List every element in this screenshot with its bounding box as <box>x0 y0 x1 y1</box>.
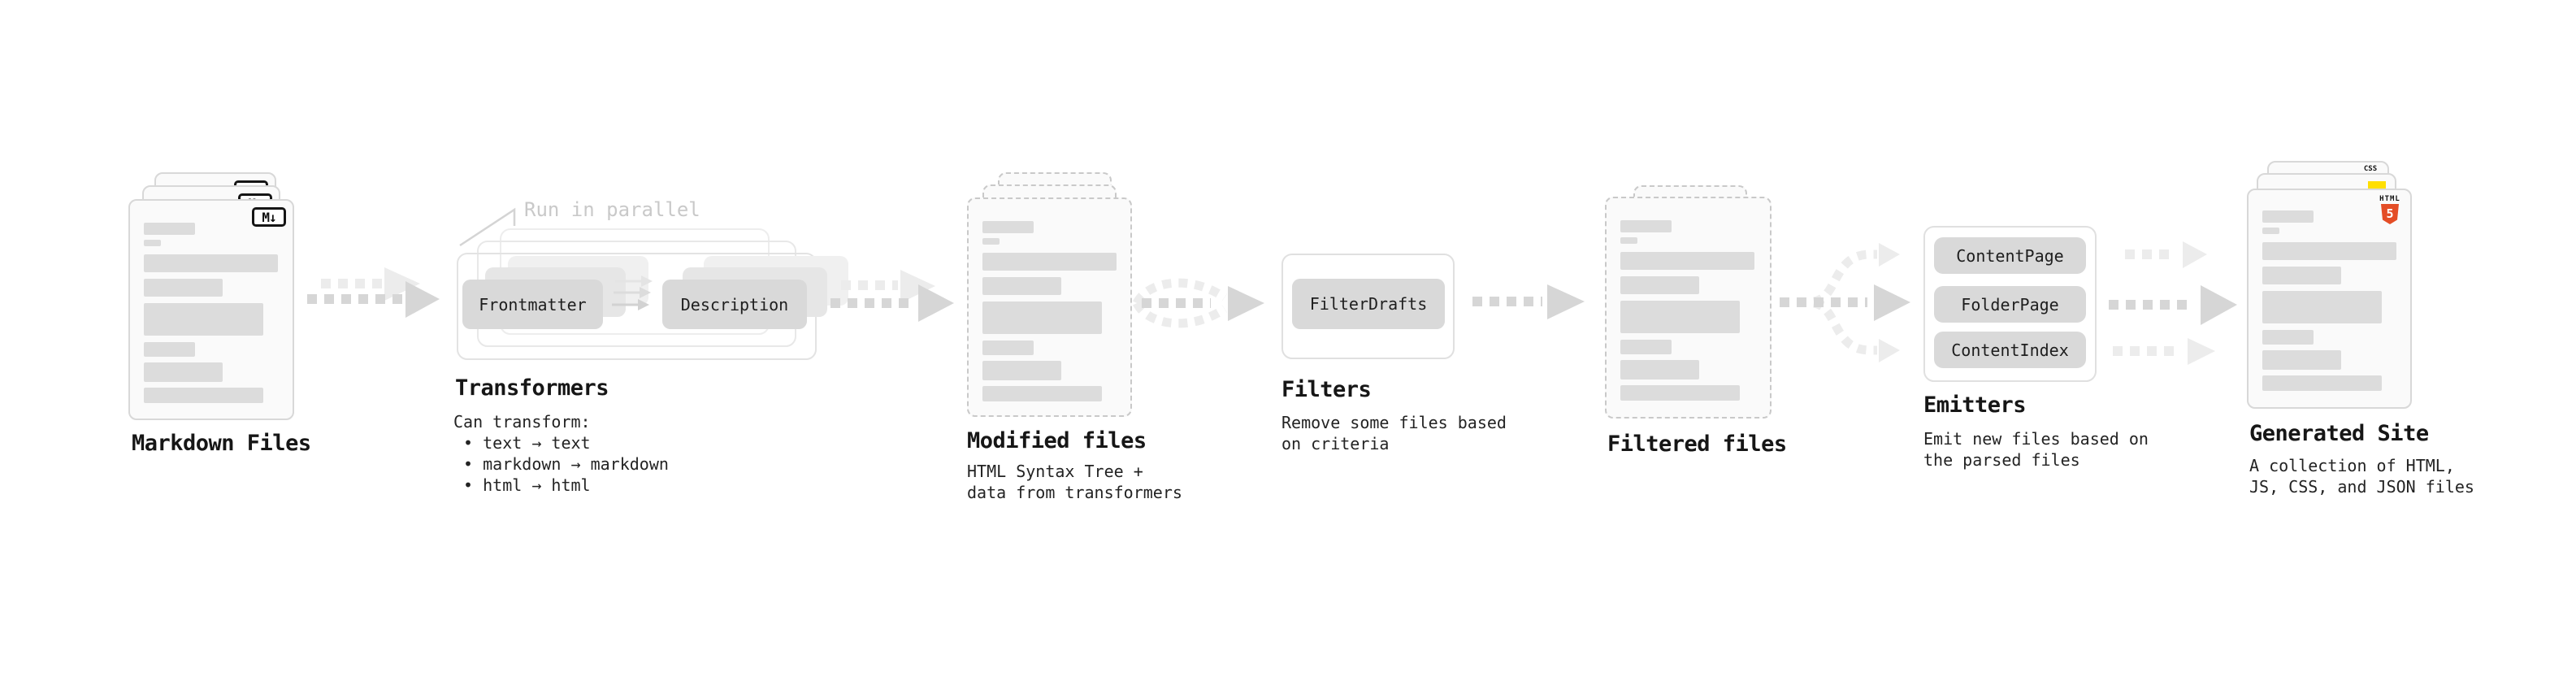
placeholder-bar <box>2262 350 2341 370</box>
arrow-modified-to-filters <box>1133 278 1264 328</box>
stage-desc-generated-site: A collection of HTML, JS, CSS, and JSON … <box>2249 456 2474 497</box>
frontmatter-pill: Frontmatter <box>462 280 603 329</box>
stage-desc-emitters: Emit new files based on the parsed files <box>1923 429 2149 470</box>
stage-title-emitters: Emitters <box>1923 393 2027 418</box>
file-content-placeholder <box>2262 210 2396 391</box>
run-in-parallel-note: Run in parallel <box>524 198 700 221</box>
filterdrafts-pill: FilterDrafts <box>1292 279 1445 329</box>
placeholder-bar <box>1620 385 1740 401</box>
placeholder-bar <box>982 386 1102 401</box>
css-label: CSS <box>2363 165 2378 173</box>
placeholder-bar <box>144 303 263 336</box>
arrow-transformers-to-modified <box>830 270 954 322</box>
placeholder-bar <box>982 221 1034 233</box>
modified-file-card-front <box>967 197 1132 417</box>
description-pill: Description <box>662 280 807 329</box>
placeholder-bar <box>2262 267 2341 284</box>
arrow-emitters-to-generated <box>2109 241 2237 365</box>
arrow-markdown-to-transformers <box>307 267 440 318</box>
folderpage-pill: FolderPage <box>1934 286 2086 323</box>
placeholder-bar <box>982 361 1061 380</box>
html5-icon: HTML 5 <box>2379 195 2401 224</box>
placeholder-bar <box>1620 237 1637 244</box>
stage-title-modified-files: Modified files <box>967 428 1147 453</box>
markdown-icon: M↓ <box>252 207 286 227</box>
generated-file-card-front: HTML 5 <box>2247 189 2412 409</box>
placeholder-bar <box>144 223 195 235</box>
placeholder-bar <box>982 340 1034 355</box>
file-content-placeholder <box>1620 220 1754 401</box>
stage-desc-transformers: Can transform: • text → text • markdown … <box>453 412 669 495</box>
placeholder-bar <box>982 301 1102 334</box>
stage-desc-filters: Remove some files based on criteria <box>1281 413 1507 453</box>
placeholder-bar <box>144 362 223 382</box>
placeholder-bar <box>1620 252 1754 270</box>
filtered-file-card-front <box>1605 197 1772 419</box>
arrow-filters-to-filtered <box>1472 284 1585 319</box>
html5-word: HTML <box>2379 195 2400 203</box>
placeholder-bar <box>144 342 195 357</box>
placeholder-bar <box>2262 375 2382 391</box>
js-icon <box>2368 181 2386 189</box>
markdown-file-card-front: M↓ <box>128 199 294 420</box>
stage-title-filters: Filters <box>1281 377 1372 402</box>
placeholder-bar <box>144 388 263 403</box>
placeholder-bar <box>2262 330 2314 345</box>
contentindex-pill: ContentIndex <box>1934 332 2086 368</box>
stage-title-markdown-files: Markdown Files <box>132 431 311 456</box>
placeholder-bar <box>144 279 223 297</box>
file-content-placeholder <box>982 221 1117 401</box>
placeholder-bar <box>982 253 1117 271</box>
placeholder-bar <box>982 277 1061 295</box>
arrow-filtered-to-emitters <box>1780 243 1910 362</box>
placeholder-bar <box>982 238 1000 245</box>
placeholder-bar <box>1620 276 1699 294</box>
placeholder-bar <box>2262 210 2314 223</box>
placeholder-bar <box>1620 360 1699 380</box>
stage-desc-modified-files: HTML Syntax Tree + data from transformer… <box>967 462 1182 502</box>
placeholder-bar <box>1620 220 1672 232</box>
html5-shield: 5 <box>2381 204 2399 224</box>
file-content-placeholder <box>144 223 278 403</box>
contentpage-pill: ContentPage <box>1934 237 2086 274</box>
placeholder-bar <box>144 240 161 246</box>
placeholder-bar <box>1620 340 1672 354</box>
placeholder-bar <box>2262 291 2382 323</box>
placeholder-bar <box>1620 301 1740 333</box>
stage-title-filtered-files: Filtered files <box>1607 432 1787 457</box>
placeholder-bar <box>2262 228 2279 234</box>
stage-title-generated-site: Generated Site <box>2249 421 2429 446</box>
placeholder-bar <box>2262 242 2396 260</box>
stage-title-transformers: Transformers <box>455 375 609 401</box>
placeholder-bar <box>144 254 278 272</box>
